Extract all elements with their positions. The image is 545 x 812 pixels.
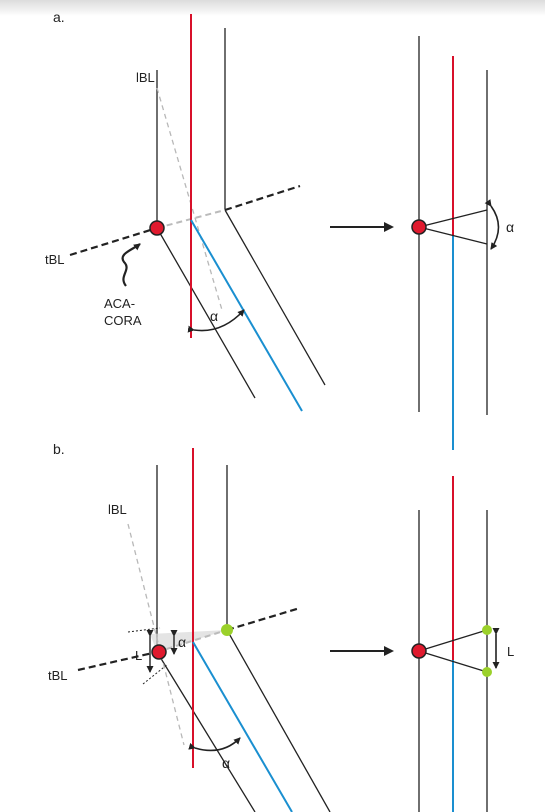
result-angle-alpha-label: α xyxy=(506,219,514,235)
result-angle-arc xyxy=(484,199,500,250)
window-top-bar xyxy=(0,0,545,16)
result-wedge-lower xyxy=(418,650,488,673)
cora-label-line2: CORA xyxy=(104,313,142,328)
cora-pointer-arrow xyxy=(121,243,141,287)
angle-alpha-label: α xyxy=(222,755,230,771)
cora-label-line1: ACA- xyxy=(104,296,135,311)
small-alpha-label: α xyxy=(178,634,186,650)
panel-a-label: a. xyxy=(53,9,65,25)
tbl-dashed-line-right xyxy=(226,606,301,632)
angle-alpha-label: α xyxy=(210,308,218,324)
hinge-point xyxy=(221,624,233,636)
result-hinge-point-lower xyxy=(482,667,492,677)
cora-point xyxy=(149,220,165,236)
result-cora-point xyxy=(411,643,427,659)
length-l-label: L xyxy=(135,648,142,663)
guide-dotted-lower xyxy=(142,663,169,685)
lbl-label: lBL xyxy=(108,502,127,517)
lbl-dashed-line xyxy=(127,523,185,746)
tbl-label: tBL xyxy=(48,668,68,683)
distal-bone-right-cortex xyxy=(224,209,326,386)
result-hinge-point-upper xyxy=(482,625,492,635)
result-wedge-upper xyxy=(418,209,488,228)
angle-arc xyxy=(188,737,241,752)
panel-b: b. lBL tBL L α xyxy=(48,441,514,812)
result-wedge-lower xyxy=(418,226,488,245)
result-wedge-upper xyxy=(418,629,488,652)
tbl-dashed-line-right xyxy=(224,184,301,212)
panel-a: a. lBL tBL ACA- CORA xyxy=(45,9,514,450)
distal-mechanical-axis xyxy=(190,219,303,412)
guide-dotted-upper xyxy=(127,627,161,633)
tbl-dashed-line-inner xyxy=(156,629,228,653)
distal-bone-left-cortex xyxy=(156,651,256,812)
cora-point xyxy=(151,644,167,660)
distal-mechanical-axis xyxy=(192,641,293,812)
tbl-label: tBL xyxy=(45,252,65,267)
panel-b-label: b. xyxy=(53,441,65,457)
tbl-dashed-line-left xyxy=(77,650,158,672)
distal-bone-right-cortex xyxy=(226,629,331,812)
lbl-dashed-line xyxy=(156,87,223,311)
result-length-l-label: L xyxy=(507,644,514,659)
lbl-label: lBL xyxy=(136,70,155,85)
tbl-dashed-line-left xyxy=(69,226,158,257)
angle-arc xyxy=(187,309,245,333)
result-cora-point xyxy=(411,219,427,235)
